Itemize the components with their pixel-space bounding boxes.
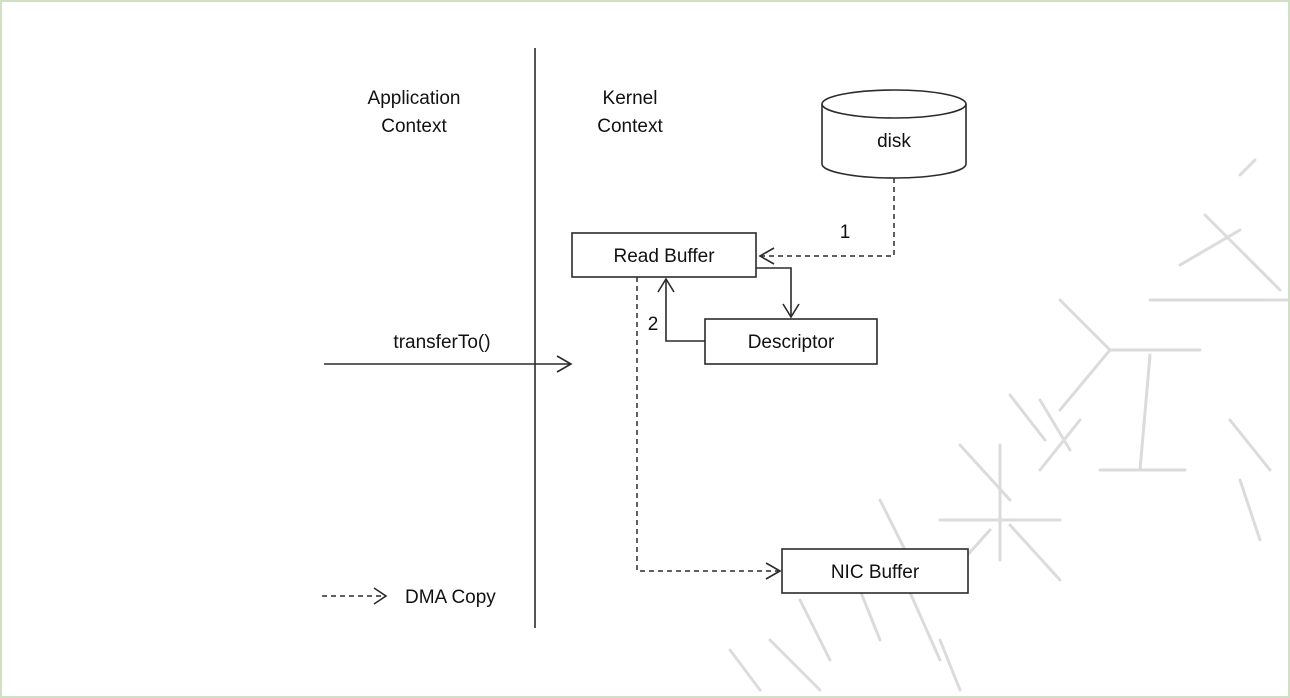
dma-arrow-disk-to-read-buffer [758,178,895,265]
step-2-label: 2 [648,314,659,335]
read-buffer-box [571,232,757,278]
arrow-transfer-to [324,355,573,373]
arrow-read-buffer-to-descriptor [756,267,800,319]
kernel-context-line1: Kernel [603,88,658,109]
nic-buffer-label: NIC Buffer [831,562,920,583]
arrow-descriptor-to-read-buffer [657,277,705,342]
watermark [728,158,1290,692]
application-context-line2: Context [381,116,447,137]
dma-arrow-read-buffer-to-nic [636,277,782,580]
descriptor-label: Descriptor [748,332,835,353]
legend-dma-copy-label: DMA Copy [405,587,496,608]
legend-arrowhead [373,587,388,605]
kernel-context-line2: Context [597,116,663,137]
read-buffer-label: Read Buffer [613,246,715,267]
step-1-label: 1 [840,222,851,243]
disk-label: disk [877,131,911,152]
transfer-to-label: transferTo() [393,332,490,353]
legend: DMA Copy [322,587,496,608]
application-context-line1: Application [368,88,461,109]
nic-buffer-box [781,548,969,594]
disk-cylinder: disk [821,89,967,179]
descriptor-box [704,318,878,365]
